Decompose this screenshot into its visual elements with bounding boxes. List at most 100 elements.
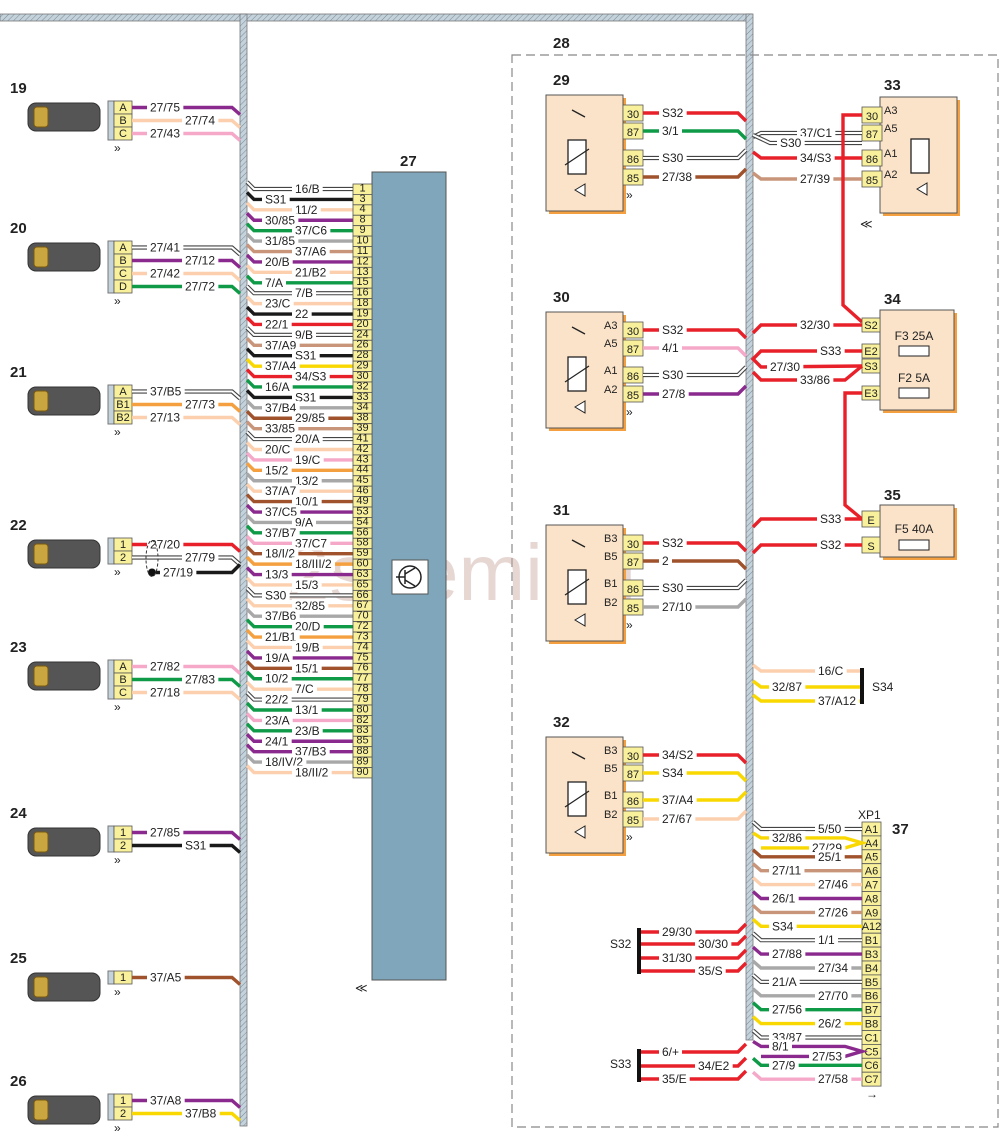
splice-wire-label: 29/30 [662, 925, 692, 939]
sensor-connector-housing [107, 100, 115, 141]
splice-bar-icon [637, 1049, 641, 1082]
connector-arrow-icon: » [114, 565, 121, 579]
relay-contact-label: A2 [884, 169, 897, 181]
xp1-wire-core [752, 1029, 862, 1039]
relay-diode-icon [574, 825, 586, 839]
fuse-pin: S2 [864, 320, 877, 332]
ecu-pin-number: 34 [356, 401, 368, 413]
ecu-pin-row: 22 19 [245, 305, 373, 322]
fuse-wire-label-bg [817, 512, 845, 526]
ecu-wire-label-bg [292, 202, 321, 217]
relay-contact-label: A1 [604, 365, 617, 377]
sensor-wire-label: 37/B5 [150, 385, 182, 399]
splice-wire [640, 934, 748, 946]
ecu-wire [245, 514, 353, 525]
splice-wire-label: 32/87 [772, 680, 802, 694]
relay-pin: 86 [627, 584, 639, 596]
sensor-wire-label: 27/74 [185, 114, 215, 128]
xp1-pin: B5 [865, 977, 878, 989]
sensor-thread-icon [33, 976, 49, 998]
ecu-wire [245, 733, 353, 743]
splice-wire-label-bg [659, 1072, 690, 1086]
ecu-pin-number: 9 [359, 224, 365, 236]
sensor-wire-label-bg [160, 565, 197, 580]
ecu-wire-label-bg [292, 682, 318, 697]
relay-wire [643, 129, 748, 141]
ecu-pin-number: 56 [356, 526, 368, 538]
sensor-connector-housing [107, 659, 115, 700]
sensor-pin: A [119, 242, 127, 254]
xp1-wire [751, 862, 862, 873]
xp1-wire-label-bg [815, 933, 839, 948]
connector-arrow-icon: → [866, 1087, 878, 1101]
xp1-wire-label-bg [815, 905, 852, 920]
ecu-wire-label-bg [292, 598, 329, 613]
relay-wire [643, 328, 748, 340]
xp1-wire-label: 27/11 [772, 864, 801, 878]
sensor-connector-housing [107, 240, 115, 294]
ecu-wire-label: 31/85 [265, 234, 295, 248]
sensor-pin: C [119, 687, 127, 699]
ecu-wire-label: 37/A4 [265, 359, 297, 373]
sensor-wire-label-bg [182, 113, 219, 128]
xp1-pin: A5 [865, 852, 878, 864]
ecu-wire-label: 19/C [295, 453, 321, 467]
fuse-label: 35 [884, 487, 901, 504]
sensor-wire-label-bg [147, 537, 184, 552]
sensor-wire-label-bg [147, 266, 184, 281]
relay-pin: 87 [627, 344, 639, 356]
relay-pin: 87 [627, 127, 639, 139]
xp1-pin: A9 [865, 907, 878, 919]
ecu-pin-number: 19 [356, 307, 368, 319]
splice-wire-label-bg [695, 937, 732, 951]
sensor-wire-label-bg [182, 1106, 220, 1121]
relay-switch-icon [571, 109, 586, 118]
xp1-wire-label: 27/9 [772, 1058, 796, 1072]
ecu-wire-label-bg [262, 317, 292, 332]
ecu-pin-number: 58 [356, 537, 368, 549]
relay-pin: 30 [866, 111, 878, 123]
sensor-thread-icon [33, 665, 49, 687]
ecu-wire [245, 389, 353, 400]
ecu-pin-number: 44 [356, 464, 368, 476]
ecu-pin-number: 63 [356, 568, 368, 580]
ecu-wire-label-bg [292, 307, 312, 322]
xp1-wire [751, 931, 862, 943]
ecu-pin-number: 79 [356, 693, 368, 705]
ecu-wire-label-bg [262, 546, 299, 561]
sensor-wire-label: 27/41 [150, 241, 180, 255]
xp1-wire-label-bg [815, 1016, 845, 1031]
ecu-pin-number: 45 [356, 474, 368, 486]
sensor-wire-label-bg [147, 1093, 185, 1108]
splice-wire-label: 35/S [698, 964, 723, 978]
relay-wire-label: S30 [662, 368, 684, 382]
ecu-wire-label-bg [262, 505, 301, 520]
fuse-link-wire [843, 391, 864, 521]
ecu-wire [245, 378, 353, 389]
xp1-wire-label: 27/34 [818, 961, 848, 975]
sensor-id: 20 [10, 220, 27, 237]
xp1-wire [751, 890, 862, 901]
relay-label: 33 [884, 77, 901, 94]
ecu-wire-label: S31 [295, 390, 317, 404]
relay-contact-label: B1 [604, 790, 617, 802]
ecu-wire-label: 22 [295, 307, 309, 321]
